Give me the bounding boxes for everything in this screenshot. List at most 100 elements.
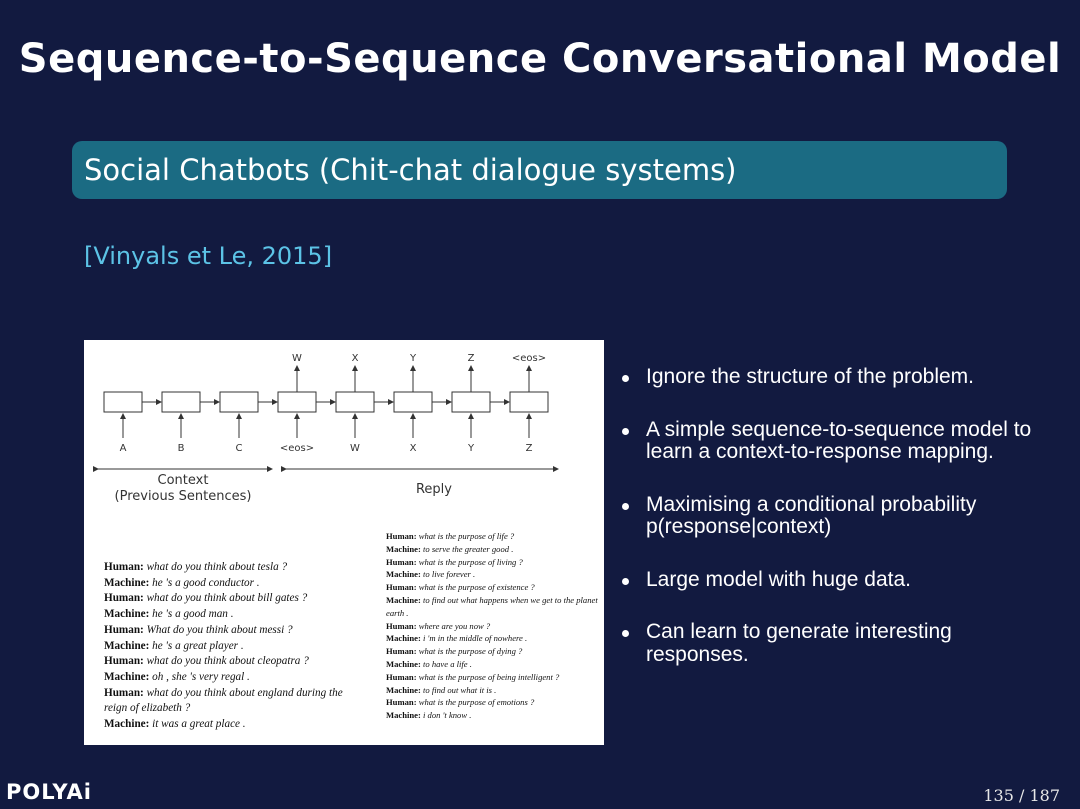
- utterance-text: what is the purpose of emotions ?: [418, 697, 535, 708]
- speaker-label: Machine:: [104, 718, 153, 731]
- speaker-label: Human:: [386, 582, 419, 593]
- speaker-label: Human:: [386, 531, 419, 541]
- rnn-cell: [451, 391, 491, 413]
- input-token: W: [350, 443, 360, 454]
- utterance-text: i don 't know .: [423, 710, 472, 721]
- bullet-item: Large model with huge data.: [620, 568, 1050, 592]
- rnn-cell: [219, 391, 259, 413]
- output-token: W: [292, 353, 302, 364]
- utterance-text: to have a life .: [423, 658, 472, 669]
- dialogue-line: Machine: to live forever .: [386, 568, 598, 581]
- speaker-label: Machine:: [386, 633, 423, 644]
- dialogue-line: Machine: he 's a good man .: [104, 607, 362, 623]
- utterance-text: he 's a great player .: [152, 639, 244, 652]
- speaker-label: Human:: [104, 592, 147, 605]
- output-token: <eos>: [512, 353, 546, 364]
- context-sublabel: (Previous Sentences): [115, 489, 252, 504]
- speaker-label: Human:: [386, 556, 419, 567]
- speaker-label: Human:: [386, 671, 419, 682]
- dialogue-line: Machine: oh , she 's very regal .: [104, 670, 362, 686]
- dialogue-line: Human: what is the purpose of life ?: [386, 530, 598, 543]
- speaker-label: Human:: [386, 697, 419, 708]
- dialogue-line: Machine: he 's a great player .: [104, 639, 362, 655]
- dialogue-line: Human: what is the purpose of dying ?: [386, 645, 598, 658]
- speaker-label: Human:: [104, 686, 147, 699]
- dialogue-line: Human: what is the purpose of living ?: [386, 556, 598, 569]
- dialogue-line: Machine: it was a great place .: [104, 717, 362, 733]
- bullet-item: Can learn to generate interesting respon…: [620, 620, 1050, 666]
- speaker-label: Machine:: [386, 569, 423, 580]
- utterance-text: what do you think about tesla ?: [146, 561, 288, 573]
- input-token: B: [178, 443, 185, 454]
- dialogue-line: Machine: to find out what happens when w…: [386, 594, 598, 620]
- rnn-cell: [335, 391, 375, 413]
- utterance-text: what do you think about cleopatra ?: [146, 655, 309, 668]
- conversation-left: Human: what do you think about tesla ?Ma…: [104, 560, 362, 733]
- utterance-text: what is the purpose of existence ?: [418, 582, 535, 593]
- block-title: Social Chatbots (Chit-chat dialogue syst…: [84, 153, 737, 187]
- speaker-label: Human:: [386, 620, 419, 631]
- bullet-item: Maximising a conditional probability p(r…: [620, 493, 1050, 539]
- utterance-text: i 'm in the middle of nowhere .: [423, 633, 528, 644]
- rnn-cell: [277, 391, 317, 413]
- speaker-label: Machine:: [386, 658, 423, 669]
- speaker-label: Machine:: [104, 608, 153, 621]
- polyai-logo: POLYAi: [6, 780, 93, 804]
- rnn-cell: [161, 391, 201, 413]
- utterance-text: to find out what happens when we get to …: [386, 594, 598, 618]
- utterance-text: where are you now ?: [418, 620, 491, 631]
- input-token: <eos>: [280, 443, 314, 454]
- input-token: X: [410, 443, 417, 454]
- dialogue-line: Machine: to serve the greater good .: [386, 543, 598, 556]
- speaker-label: Machine:: [386, 684, 423, 695]
- speaker-label: Machine:: [386, 594, 423, 605]
- utterance-text: what do you think about england during t…: [104, 686, 343, 715]
- utterance-text: he 's a good conductor .: [152, 576, 260, 589]
- input-token: Y: [467, 443, 475, 454]
- speaker-label: Machine:: [104, 576, 153, 589]
- dialogue-line: Human: what do you think about cleopatra…: [104, 654, 362, 670]
- speaker-label: Human:: [104, 623, 147, 636]
- bullet-list: Ignore the structure of the problem. A s…: [620, 365, 1050, 696]
- utterance-text: what is the purpose of life ?: [418, 531, 515, 541]
- input-token: Z: [526, 443, 533, 454]
- utterance-text: to live forever .: [423, 569, 476, 580]
- utterance-text: what do you think about bill gates ?: [146, 592, 308, 605]
- dialogue-line: Machine: to find out what it is .: [386, 684, 598, 697]
- speaker-label: Human:: [104, 561, 147, 573]
- output-token: X: [352, 353, 359, 364]
- utterance-text: he 's a good man .: [152, 608, 234, 621]
- page-number: 135 / 187: [983, 786, 1060, 805]
- input-token: A: [120, 443, 127, 454]
- speaker-label: Machine:: [386, 710, 423, 721]
- dialogue-line: Human: where are you now ?: [386, 620, 598, 633]
- utterance-text: it was a great place .: [152, 718, 246, 731]
- speaker-label: Machine:: [104, 670, 153, 683]
- utterance-text: what is the purpose of living ?: [418, 556, 523, 567]
- dialogue-line: Human: what is the purpose of emotions ?: [386, 696, 598, 709]
- utterance-text: What do you think about messi ?: [146, 623, 293, 636]
- utterance-text: to find out what it is .: [423, 684, 497, 695]
- output-token: Y: [409, 353, 417, 364]
- slide-title: Sequence-to-Sequence Conversational Mode…: [18, 36, 1062, 82]
- utterance-text: what is the purpose of being intelligent…: [418, 671, 560, 682]
- rnn-cell: [393, 391, 433, 413]
- dialogue-line: Human: What do you think about messi ?: [104, 623, 362, 639]
- citation: [Vinyals et Le, 2015]: [84, 242, 333, 270]
- utterance-text: to serve the greater good .: [423, 543, 514, 554]
- dialogue-line: Machine: i don 't know .: [386, 709, 598, 722]
- speaker-label: Machine:: [386, 543, 423, 554]
- speaker-label: Human:: [104, 655, 147, 668]
- reply-label: Reply: [416, 482, 452, 497]
- bullet-item: A simple sequence-to-sequence model to l…: [620, 418, 1050, 464]
- dialogue-line: Machine: to have a life .: [386, 658, 598, 671]
- speaker-label: Human:: [386, 646, 419, 657]
- rnn-cell: [103, 391, 143, 413]
- utterance-text: what is the purpose of dying ?: [418, 646, 523, 657]
- input-token: C: [236, 443, 243, 454]
- dialogue-line: Human: what is the purpose of existence …: [386, 581, 598, 594]
- dialogue-line: Human: what do you think about tesla ?: [104, 560, 362, 576]
- utterance-text: oh , she 's very regal .: [152, 670, 250, 683]
